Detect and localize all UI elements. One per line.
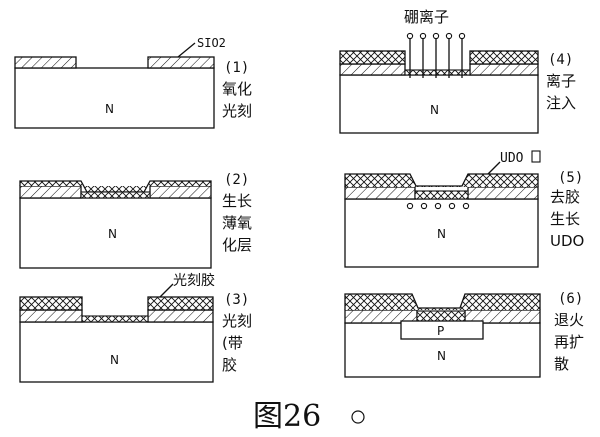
- photoresist-left-4: [339, 50, 406, 65]
- oxide-right-2: [149, 185, 212, 199]
- p-region-label: P: [437, 324, 444, 338]
- step-number-6: (6): [558, 291, 583, 307]
- substrate-label-5: N: [437, 227, 446, 241]
- oxide-left-5: [344, 186, 416, 200]
- udo-leader: [487, 161, 501, 175]
- sio2-tag: SIO2: [197, 36, 226, 50]
- boron-ion-tag: 硼离子: [404, 8, 449, 26]
- photoresist-leader: [159, 283, 174, 298]
- thin-oxide-window-2: [80, 191, 151, 199]
- udo-tag: UDO: [500, 151, 524, 166]
- step-text-6-line3: 散: [554, 355, 569, 373]
- substrate-2: [19, 197, 212, 269]
- oxide-right-4: [469, 63, 539, 76]
- photoresist-left-3: [19, 296, 83, 311]
- substrate-label-2: N: [108, 227, 117, 241]
- substrate-label-3: N: [110, 353, 119, 367]
- step-number-1: (1): [224, 60, 249, 76]
- step-text-5-line1: 去胶: [550, 188, 580, 206]
- oxide-right-3: [147, 309, 214, 323]
- step-text-4-line2: 注入: [546, 94, 576, 112]
- boron-ion-beams: [406, 32, 466, 78]
- step-2: N (2) 生长 薄氧 化层: [19, 172, 252, 269]
- step-text-2-line1: 生长: [222, 192, 252, 210]
- oxide-left-3: [19, 309, 83, 323]
- step-text-2-line2: 薄氧: [222, 214, 252, 232]
- step-text-1-line2: 光刻: [222, 102, 252, 120]
- step-1: SIO2 N (1) 氧化 光刻: [14, 36, 252, 129]
- p-region: [400, 320, 484, 340]
- step-text-6-line1: 退火: [554, 311, 584, 329]
- substrate-4: [339, 74, 539, 134]
- step-text-4-line1: 离子: [546, 72, 576, 90]
- step-number-4: (4): [548, 52, 573, 68]
- step-number-3: (3): [224, 292, 249, 308]
- step-text-3-line2: (带: [222, 334, 243, 352]
- oxide-left-1: [14, 56, 77, 69]
- oxide-right-1: [147, 56, 215, 69]
- photoresist-tag: 光刻胶: [173, 272, 215, 289]
- step-3: 光刻胶 N (3) 光刻 (带 胶: [19, 272, 252, 383]
- step-text-6-line2: 再扩: [554, 333, 584, 351]
- udo-tag-box: [531, 150, 541, 163]
- step-4: 硼离子 N (4) 离子 注入: [339, 8, 576, 134]
- substrate-3: [19, 321, 214, 383]
- sio2-leader: [177, 42, 196, 58]
- substrate-5: [344, 198, 539, 268]
- step-text-3-line3: 胶: [222, 356, 237, 374]
- step-text-3-line1: 光刻: [222, 312, 252, 330]
- oxide-left-2: [19, 185, 82, 199]
- substrate-label-4: N: [430, 103, 439, 117]
- udo-layer-5: [344, 173, 539, 187]
- step-6: P N (6) 退火 再扩 散: [344, 291, 584, 378]
- implanted-ions: [406, 202, 470, 210]
- step-text-5-line3: UDO: [550, 232, 584, 250]
- substrate-label-1: N: [105, 102, 114, 116]
- thin-oxide-3: [81, 315, 149, 323]
- photoresist-right-3: [147, 296, 214, 311]
- step-5: UDO N (5) 去胶 生长 UDO: [344, 150, 584, 268]
- thin-oxide-4: [404, 69, 471, 76]
- udo-window-5: [414, 190, 469, 200]
- photoresist-right-4: [469, 50, 539, 65]
- caption-circle-mark: [351, 410, 365, 424]
- step-number-2: (2): [224, 172, 249, 188]
- step-number-5: (5): [558, 170, 583, 186]
- step-text-5-line2: 生长: [550, 210, 580, 228]
- step-text-2-line3: 化层: [222, 236, 252, 254]
- udo-layer-6: [344, 293, 541, 310]
- substrate-label-6: N: [437, 349, 446, 363]
- oxide-right-5: [467, 186, 539, 200]
- substrate-1: [14, 67, 215, 129]
- step-text-1-line1: 氧化: [222, 80, 252, 98]
- oxide-left-4: [339, 63, 406, 76]
- figure-caption: 图26: [253, 399, 321, 434]
